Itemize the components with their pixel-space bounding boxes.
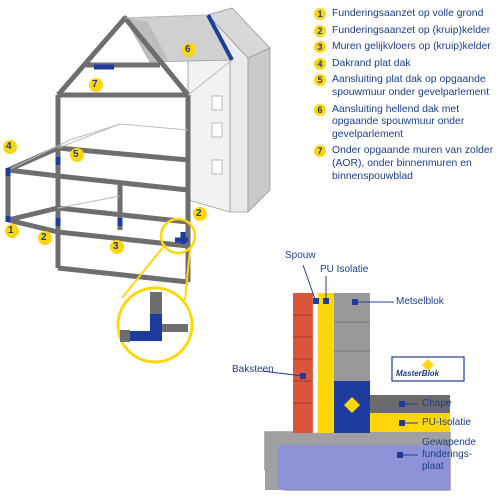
legend-number: 3 (314, 41, 326, 54)
block-joints (334, 321, 370, 352)
label-fundering-3: plaat (422, 461, 444, 472)
marker-1: 1 (8, 225, 14, 236)
legend-number: 2 (314, 24, 326, 37)
label-fundering-1: Gewapende (422, 437, 476, 448)
magnifier-detail (120, 292, 188, 342)
pointer-lines (261, 264, 418, 456)
label-fundering-2: funderings- (422, 449, 473, 460)
legend-number: 5 (314, 74, 326, 87)
label-baksteen: Baksteen (232, 364, 274, 375)
metselblok-layer (334, 293, 370, 381)
brick-joints (293, 314, 313, 404)
marker-4: 4 (6, 141, 12, 152)
zoom-circle (159, 217, 197, 255)
pu-isolatie-vertical (318, 293, 334, 433)
neighbor-building (187, 7, 271, 213)
legend-item: 7 Onder opgaande muren van zolder (AOR), … (314, 145, 496, 183)
legend-item: 2 Funderingsaanzet op (kruip)kelder (314, 24, 496, 38)
legend-item: 3 Muren gelijkvloers op (kruip)kelder (314, 41, 496, 54)
label-pu-isolatie-top: PU Isolatie (320, 264, 369, 275)
legend-number: 1 (314, 8, 326, 20)
pointer-squares (300, 298, 405, 458)
marker-2-left: 2 (41, 232, 47, 243)
section-detail (264, 292, 465, 491)
marker-6: 6 (185, 44, 191, 55)
fundering-border (265, 432, 450, 490)
masterblok-symbol (344, 397, 360, 413)
legend-item: 5 Aansluiting plat dak op opgaande spouwm… (314, 74, 496, 99)
legend-text: Aansluiting plat dak op opgaande spouwmu… (332, 74, 490, 98)
marker-3: 3 (113, 241, 119, 252)
marker-7: 7 (92, 79, 98, 90)
legend-text: Aansluiting hellend dak met opgaande spo… (332, 103, 465, 140)
legend-text: Funderingsaanzet op (kruip)kelder (332, 24, 491, 36)
legend-number: 6 (314, 103, 326, 116)
legend-text: Muren gelijkvloers op (kruip)kelder (332, 41, 491, 53)
legend: 1 Funderingsaanzet op volle grond 2 Funder… (314, 8, 496, 187)
legend-item: 6 Aansluiting hellend dak met opgaande sp… (314, 103, 496, 142)
legend-text: Funderingsaanzet op volle grond (332, 8, 484, 19)
roof-joint-line (206, 14, 234, 61)
marker-2-right: 2 (196, 208, 202, 219)
logo-diamond (422, 359, 434, 371)
spouw-layer (312, 292, 319, 434)
legend-number: 7 (314, 145, 326, 158)
label-spouw: Spouw (285, 250, 316, 261)
marker-circles (3, 43, 207, 254)
zoom-line-2 (184, 249, 191, 301)
legend-item: 4 Dakrand plat dak (314, 57, 496, 71)
zoom-line-1 (121, 245, 165, 299)
label-pu-isolatie-side: PU-Isolatie (422, 417, 471, 428)
logo-text: MasterBlok (396, 369, 440, 378)
blue-segments (5, 64, 188, 244)
baksteen-layer (293, 293, 313, 433)
legend-text: Dakrand plat dak (332, 57, 411, 69)
house-thin-lines (7, 14, 233, 209)
legend-number: 4 (314, 57, 326, 70)
label-chape: Chape (422, 398, 452, 409)
fundering-fill (278, 445, 450, 490)
label-metselblok: Metselblok (396, 296, 444, 307)
legend-item: 1 Funderingsaanzet op volle grond (314, 8, 496, 21)
legend-text: Onder opgaande muren van zolder (AOR), o… (332, 145, 494, 182)
marker-5: 5 (73, 149, 79, 160)
